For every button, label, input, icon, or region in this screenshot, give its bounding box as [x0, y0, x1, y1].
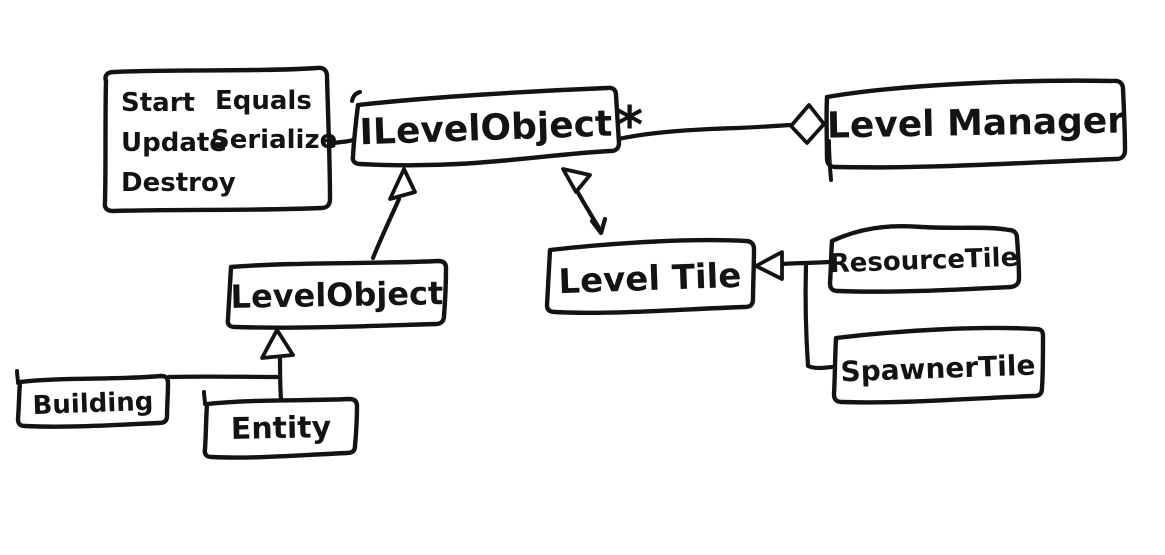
ilevelobject-label: ILevelObject — [359, 104, 613, 154]
resourcetile-box — [827, 223, 1022, 294]
ilevelobject-corner-stub — [350, 90, 362, 103]
multiplicity-star: * — [616, 96, 643, 156]
leveltile-box — [544, 237, 757, 316]
inheritance-triangle-levelobject-ilevelobject-icon — [388, 167, 417, 201]
levelmanager-label: Level Manager — [827, 100, 1126, 146]
edge-entity-to-levelobject — [277, 354, 284, 402]
building-box — [15, 373, 171, 429]
levelmanager-corner-stub — [827, 139, 833, 182]
leveltile-label: Level Tile — [558, 256, 742, 302]
aggregation-diamond-icon — [789, 103, 826, 145]
levelobject-label: LevelObject — [230, 274, 443, 316]
resourcetile-label: ResourceTile — [829, 243, 1019, 280]
spawnertile-box — [831, 325, 1046, 405]
entity-label: Entity — [230, 410, 331, 447]
levelobject-box — [225, 258, 449, 330]
edge-spawnertile-to-leveltile — [803, 261, 835, 371]
note-line-equals: Equals — [215, 86, 312, 116]
ilevelobject-box — [350, 85, 622, 168]
spawnertile-label: SpawnerTile — [840, 349, 1036, 389]
inheritance-triangle-leveltile-ilevelobject-icon — [561, 167, 592, 194]
inheritance-triangle-levelobject-bottom-icon — [260, 328, 295, 360]
building-label: Building — [32, 387, 154, 421]
note-box — [102, 65, 333, 214]
edge-aggregation-line — [615, 122, 793, 142]
entity-corner-stub — [202, 390, 207, 406]
edge-levelobject-to-ilevelobject — [370, 196, 402, 261]
note-line-start: Start — [121, 88, 195, 118]
note-line-serialize: Serialize — [211, 125, 337, 155]
inheritance-triangle-leveltile-right-icon — [754, 250, 784, 281]
entity-box — [202, 396, 360, 460]
note-line-destroy: Destroy — [121, 168, 236, 198]
note-text-block: Start Update Destroy Equals Serialize — [121, 86, 337, 198]
note-line-update: Update — [121, 128, 227, 158]
building-corner-stub — [15, 369, 20, 385]
edge-leveltile-arrow-barb — [589, 216, 608, 236]
